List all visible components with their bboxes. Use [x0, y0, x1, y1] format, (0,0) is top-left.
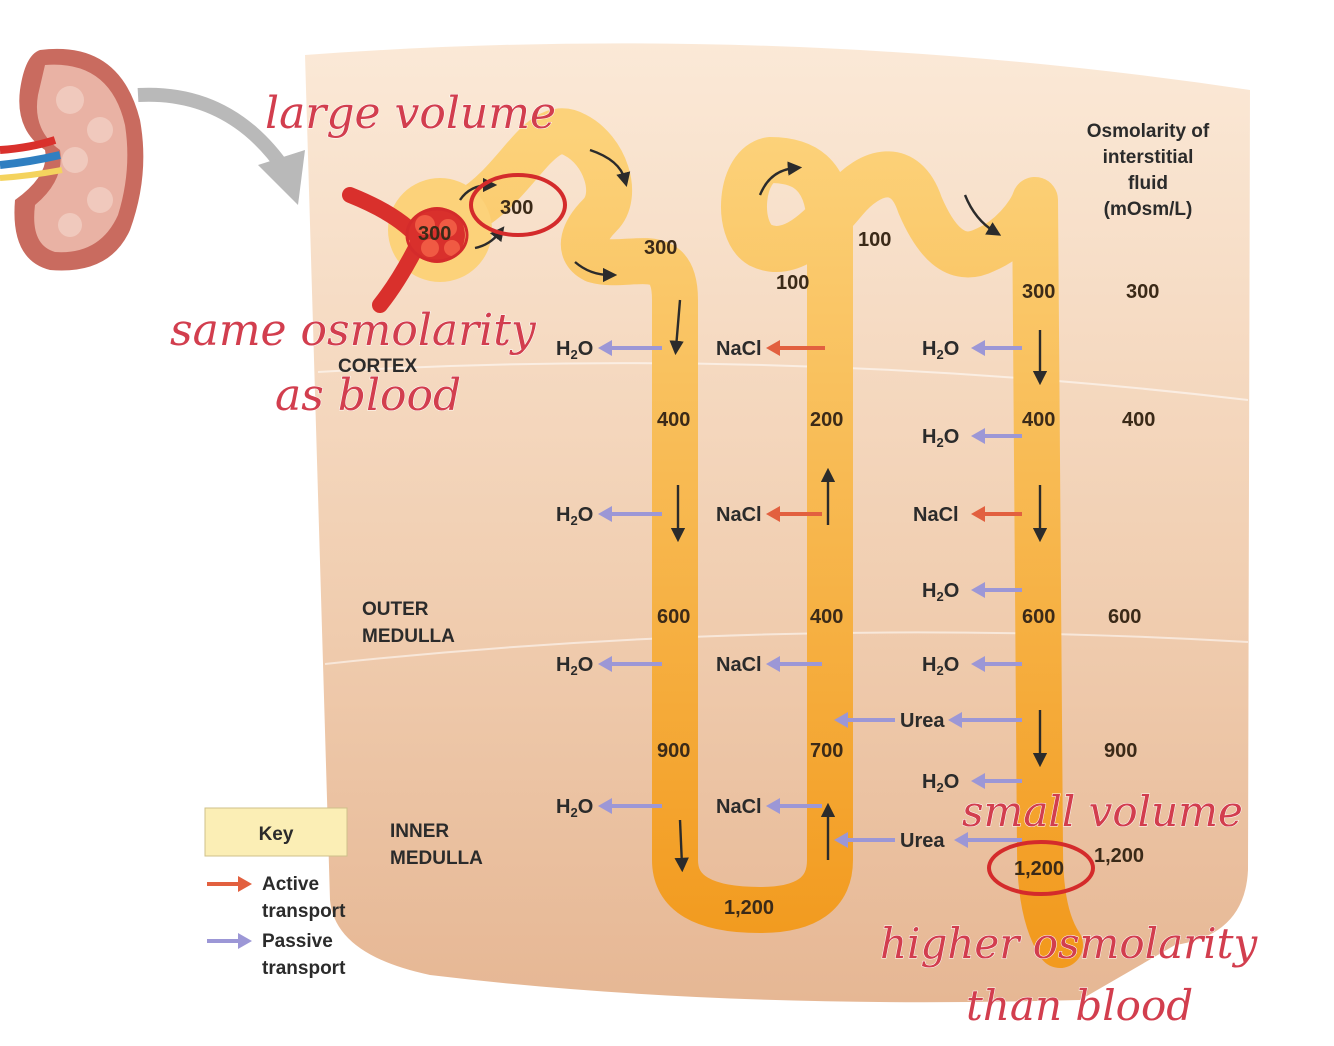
- nacl-label: NaCl: [716, 504, 762, 526]
- descending-600: 600: [657, 606, 690, 628]
- interstitial-1200: 1,200: [1094, 845, 1144, 867]
- key-title: Key: [259, 824, 294, 845]
- urea-label: Urea: [900, 830, 945, 852]
- key-passive-1: Passive: [262, 931, 333, 952]
- svg-text:Osmolarity of: Osmolarity of: [1087, 121, 1210, 142]
- annotation-circle-collecting: [987, 840, 1095, 896]
- nacl-label: NaCl: [716, 796, 762, 818]
- svg-text:interstitial: interstitial: [1103, 147, 1194, 168]
- collecting-1200: 1,200: [1014, 858, 1064, 880]
- collecting-top-value: 300: [1022, 281, 1055, 303]
- zoom-arrow: [137, 87, 291, 174]
- svg-text:fluid: fluid: [1128, 173, 1168, 194]
- interstitial-400: 400: [1122, 409, 1155, 431]
- annotation-circle-bowman: [469, 173, 567, 237]
- annotation-same-osmolarity-1: same osmolarity: [170, 305, 537, 356]
- osmolarity-header: Osmolarity of interstitial fluid (mOsm/L…: [1087, 121, 1210, 220]
- glomerulus-value: 300: [418, 223, 451, 245]
- key-box: [204, 807, 348, 857]
- svg-text:H2O: H2O: [922, 426, 959, 450]
- nacl-label: NaCl: [716, 654, 762, 676]
- bowman-value: 300: [500, 197, 533, 219]
- svg-text:H2O: H2O: [922, 771, 959, 795]
- nephron-tubule: [447, 108, 1083, 968]
- nacl-label: NaCl: [913, 504, 959, 526]
- zone-inner-2: MEDULLA: [390, 848, 483, 869]
- interstitial-900: 900: [1104, 740, 1137, 762]
- collecting-600: 600: [1022, 606, 1055, 628]
- ascending-400: 400: [810, 606, 843, 628]
- annotation-large-volume: large volume: [265, 88, 556, 139]
- loop-bottom-value: 1,200: [724, 897, 774, 919]
- descending-400: 400: [657, 409, 690, 431]
- kidney-icon: [0, 48, 144, 271]
- collecting-400: 400: [1022, 409, 1055, 431]
- distal-mid-value: 100: [776, 272, 809, 294]
- svg-text:(mOsm/L): (mOsm/L): [1104, 199, 1193, 220]
- cortex-boundary: [317, 362, 1249, 401]
- key-active-2: transport: [262, 901, 346, 922]
- active-key-icon: [238, 876, 252, 892]
- flow-arrows: [459, 148, 1048, 873]
- annotation-same-osmolarity-2: as blood: [275, 370, 461, 421]
- annotation-circle-glomerulus: [405, 207, 469, 263]
- proximal-value: 300: [644, 237, 677, 259]
- svg-text:H2O: H2O: [556, 504, 593, 528]
- zone-inner-1: INNER: [390, 821, 449, 842]
- annotation-small-volume: small volume: [962, 787, 1243, 836]
- medulla-boundary: [324, 631, 1249, 665]
- svg-text:H2O: H2O: [922, 654, 959, 678]
- distal-top-value: 100: [858, 229, 891, 251]
- interstitial-600: 600: [1108, 606, 1141, 628]
- interstitial-300: 300: [1126, 281, 1159, 303]
- zone-outer-1: OUTER: [362, 599, 429, 620]
- annotation-higher-osmolarity-1: higher osmolarity: [880, 919, 1259, 968]
- svg-text:H2O: H2O: [556, 796, 593, 820]
- urea-label: Urea: [900, 710, 945, 732]
- zone-outer-2: MEDULLA: [362, 626, 455, 647]
- svg-text:H2O: H2O: [556, 338, 593, 362]
- svg-text:H2O: H2O: [922, 580, 959, 604]
- h2o-labels: H2O H2O H2O H2O H2O H2O H2O H2O H2O: [556, 338, 959, 820]
- annotation-higher-osmolarity-2: than blood: [966, 981, 1193, 1030]
- glomerulus: [409, 207, 465, 263]
- key-passive-2: transport: [262, 958, 346, 979]
- key-active-1: Active: [262, 874, 319, 895]
- ascending-200: 200: [810, 409, 843, 431]
- transport-arrows: [598, 340, 1022, 848]
- svg-text:H2O: H2O: [922, 338, 959, 362]
- ascending-700: 700: [810, 740, 843, 762]
- zone-cortex: CORTEX: [338, 356, 418, 377]
- svg-text:H2O: H2O: [556, 654, 593, 678]
- nacl-label: NaCl: [716, 338, 762, 360]
- passive-key-icon: [238, 933, 252, 949]
- descending-900: 900: [657, 740, 690, 762]
